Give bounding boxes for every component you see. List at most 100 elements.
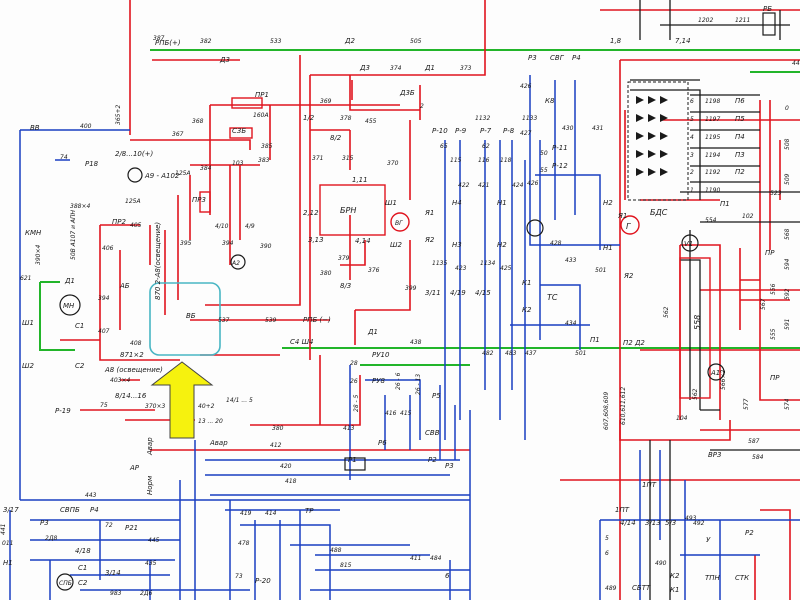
- label-ab: АБ: [119, 282, 130, 290]
- highlight-box: [149, 282, 221, 356]
- label-cpb: СПБ: [59, 580, 72, 587]
- label-ya2r: Я2: [623, 272, 634, 280]
- label-g: Г: [626, 222, 631, 231]
- label-62: 62: [482, 143, 490, 150]
- label-d1b: Д1: [367, 328, 378, 336]
- label-brn: БРН: [340, 206, 356, 215]
- label-ry8: РУ8: [372, 377, 385, 385]
- label-1190: 1190: [705, 187, 720, 194]
- label-103: 103: [232, 160, 244, 167]
- label-390: 390: [260, 243, 272, 250]
- label-p5: П5: [735, 115, 745, 123]
- label-pr1a: 160А: [253, 112, 269, 119]
- rb-relay-box: [762, 12, 776, 36]
- diode-icon: [636, 132, 668, 140]
- label-418b: 4/18: [75, 547, 91, 555]
- label-5: 5: [690, 116, 694, 123]
- label-431: 431: [592, 125, 603, 132]
- label-2810: 2/8...10(+): [115, 150, 153, 158]
- label-408: 408: [130, 340, 142, 347]
- label-p4r: П4: [735, 133, 745, 141]
- label-rpb-minus: РПБ (−): [303, 316, 331, 324]
- label-1pt2: 1ПТ: [615, 506, 630, 514]
- label-82: 8/2: [330, 134, 342, 142]
- label-83: 8/3: [340, 282, 351, 290]
- label-3: 3: [690, 152, 694, 159]
- label-412: 412: [270, 442, 282, 449]
- label-562b: 562: [692, 388, 699, 400]
- b-generator-icon: [526, 219, 544, 237]
- label-443: 443: [85, 492, 97, 499]
- label-311: 3/11: [425, 289, 441, 297]
- brn-block: [319, 184, 386, 236]
- label-438: 438: [410, 339, 422, 346]
- label-420: 420: [280, 463, 292, 470]
- pr3-fuse: [199, 191, 211, 213]
- label-482: 482: [482, 350, 494, 357]
- relay-box: [344, 457, 366, 471]
- label-394: 394: [222, 240, 234, 247]
- label-a8: А8 (освещение): [104, 366, 163, 374]
- label-65: 65: [440, 143, 448, 150]
- label-v1: V1: [684, 240, 693, 248]
- label-n4: Н4: [452, 199, 462, 207]
- label-18: 1,8: [610, 37, 622, 45]
- label-n1: Н1: [497, 199, 507, 207]
- label-1135: 1135: [432, 260, 447, 267]
- diode-icon: [636, 96, 668, 104]
- label-492: 492: [693, 520, 705, 527]
- label-n3: Н3: [452, 241, 462, 249]
- label-n2b: Н2: [603, 199, 613, 207]
- label-314: 3/14: [105, 569, 121, 577]
- label-383: 383: [258, 157, 270, 164]
- label-592: 592: [784, 288, 791, 300]
- label-434: 434: [565, 320, 577, 327]
- label-374: 374: [390, 65, 402, 72]
- label-566: 566×2: [720, 370, 727, 390]
- label-mn: МН: [63, 302, 75, 310]
- label-p3r: П3: [735, 151, 745, 159]
- label-1133: 1133: [522, 115, 537, 122]
- label-avar: Авар: [209, 439, 228, 447]
- label-594: 594: [784, 258, 791, 270]
- label-313: 3,13: [308, 236, 324, 244]
- label-418: 418: [285, 478, 297, 485]
- label-1202: 1202: [698, 17, 713, 24]
- label-415: 4/15: [475, 289, 491, 297]
- diode-icon: [636, 168, 668, 176]
- label-sh1b: Ш1: [22, 319, 34, 327]
- label-537: 537: [218, 317, 230, 324]
- label-505: 505: [410, 38, 422, 45]
- label-400: 400: [80, 123, 92, 130]
- label-8702: 870 2-А8(освещение): [154, 222, 162, 300]
- label-410: 4/10: [215, 223, 229, 230]
- label-p2d2: П2 Д2: [623, 339, 645, 347]
- label-73: 73: [235, 573, 243, 580]
- label-d2: Д2: [344, 37, 355, 45]
- label-n1b: Н1: [603, 244, 613, 252]
- label-815: 815: [340, 562, 352, 569]
- label-574: 574: [784, 398, 791, 410]
- label-555: 555: [770, 328, 777, 340]
- label-p2r: П2: [735, 168, 745, 176]
- label-55: 55: [540, 167, 548, 174]
- label-407: 407: [98, 328, 110, 335]
- label-430: 430: [562, 125, 574, 132]
- label-avar2: Авар: [146, 437, 154, 456]
- label-478: 478: [238, 540, 250, 547]
- label-371: 371: [312, 155, 323, 162]
- label-379: 379: [338, 255, 350, 262]
- label-125a: 125А: [125, 198, 141, 205]
- label-376: 376: [368, 267, 380, 274]
- label-621: 621: [20, 275, 31, 282]
- label-313: 3/13: [645, 519, 661, 527]
- label-2: 2: [690, 169, 694, 176]
- c3b-box: [229, 127, 253, 139]
- label-501: 501: [575, 350, 586, 357]
- label-115: 115: [450, 157, 462, 164]
- label-d3: Д3: [359, 64, 370, 72]
- label-p4: Р4: [572, 54, 581, 62]
- label-871: 871×2: [120, 351, 144, 359]
- label-368: 368: [192, 118, 204, 125]
- blue-wires: [9, 75, 800, 600]
